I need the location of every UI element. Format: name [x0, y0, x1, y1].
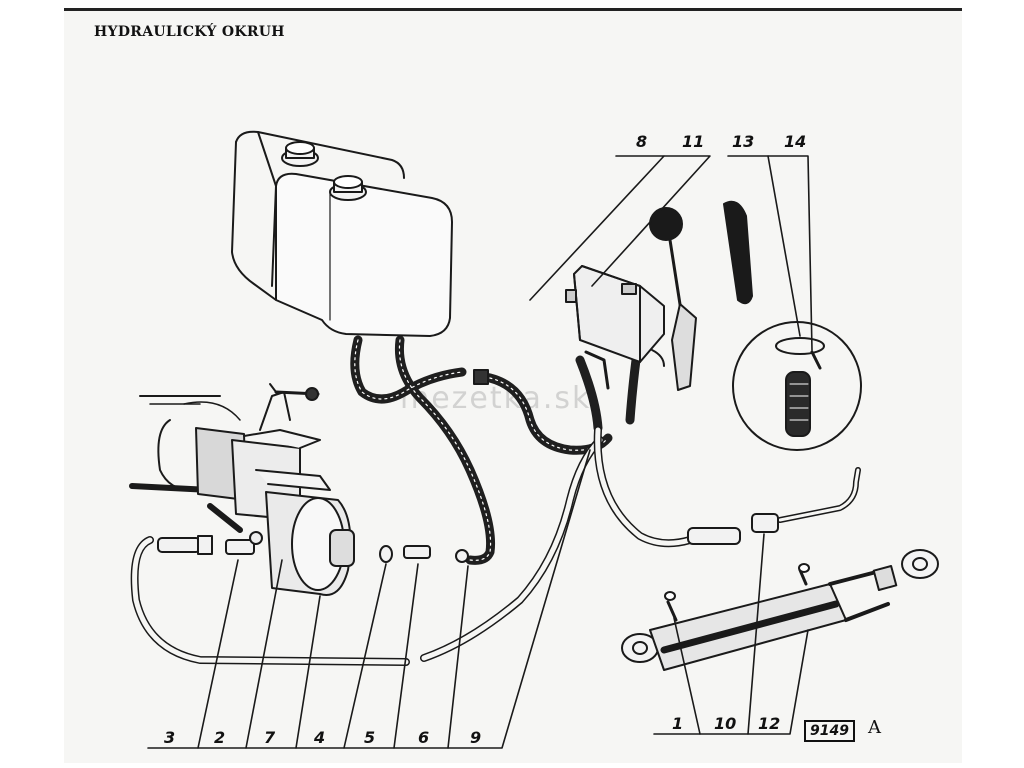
hose-braid-texture: [354, 339, 609, 561]
callout-8: 8: [636, 132, 648, 151]
pressure-lines: [130, 426, 861, 666]
callout-1: 1: [672, 714, 684, 733]
hydraulic-pump-illustration: [129, 383, 355, 596]
callout-5: 5: [364, 728, 376, 747]
callout-2: 2: [214, 728, 226, 747]
callout-14: 14: [784, 132, 807, 151]
callout-13: 13: [732, 132, 755, 151]
page-title: HYDRAULICKÝ OKRUH: [94, 24, 285, 40]
figure-number: 9149: [804, 720, 855, 742]
leader-lines-top: [529, 155, 813, 351]
control-valve-illustration: [565, 200, 753, 391]
callout-10: 10: [714, 714, 737, 733]
figure-suffix: A: [868, 717, 881, 738]
callout-6: 6: [418, 728, 430, 747]
leader-lines-bottom: [147, 449, 809, 749]
hose-fittings: [157, 369, 779, 563]
callout-11: 11: [682, 132, 705, 151]
hose-clamp-detail-circle: [732, 321, 862, 451]
callout-7: 7: [264, 728, 276, 747]
callout-9: 9: [470, 728, 482, 747]
oil-tank-illustration: [231, 130, 453, 337]
callout-4: 4: [314, 728, 326, 747]
callout-3: 3: [164, 728, 176, 747]
hydraulic-cylinder-illustration: [621, 549, 939, 671]
callout-12: 12: [758, 714, 781, 733]
